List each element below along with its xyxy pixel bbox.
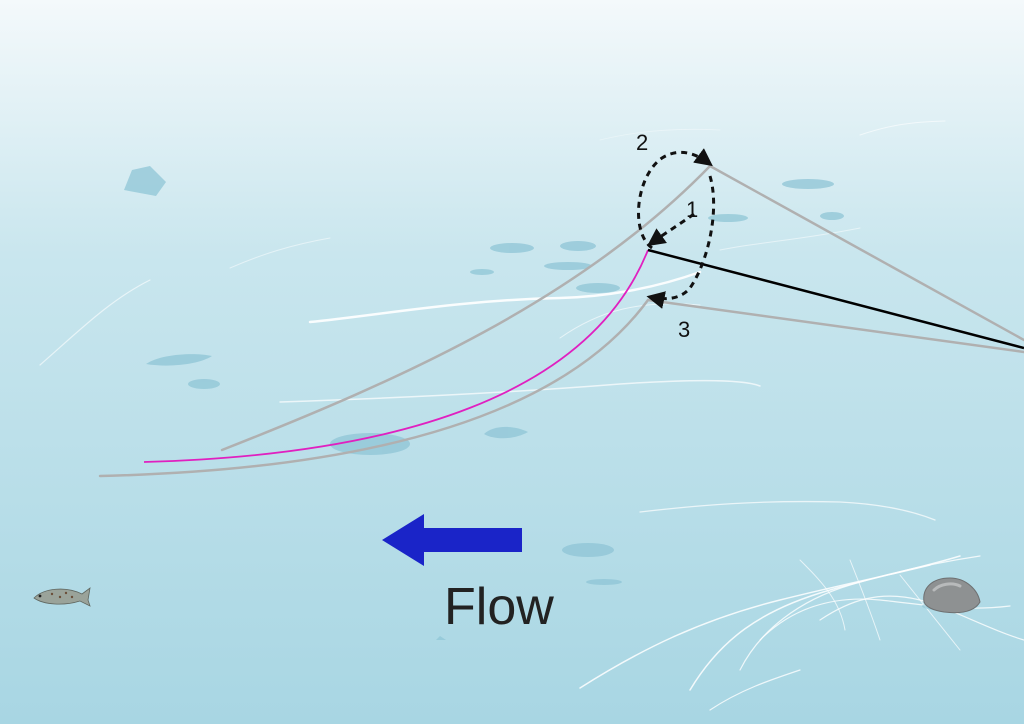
left-arrow-icon xyxy=(382,514,522,566)
step-label-1: 1 xyxy=(686,197,698,222)
move-arrow-3 xyxy=(646,175,716,309)
previous-line-positions xyxy=(98,164,1024,478)
leader-to-rod-position-2 xyxy=(708,164,1024,342)
move-arrow-2 xyxy=(637,148,713,250)
move-arrow-1 xyxy=(647,212,695,247)
leader-to-rod-tip xyxy=(647,248,1024,350)
fish-icon xyxy=(33,587,91,607)
leader-to-rod-position-3 xyxy=(646,298,1024,354)
rock-icon xyxy=(922,577,981,614)
step-label-2: 2 xyxy=(636,130,648,155)
current-line-position xyxy=(143,249,649,463)
movement-arrows xyxy=(637,148,716,309)
line-position-3 xyxy=(98,298,650,478)
line-position-2 xyxy=(220,164,712,452)
surface-currents xyxy=(39,120,1024,711)
flow-label: Flow xyxy=(444,578,554,636)
step-label-3: 3 xyxy=(678,317,690,342)
fish-shadows xyxy=(124,166,844,640)
